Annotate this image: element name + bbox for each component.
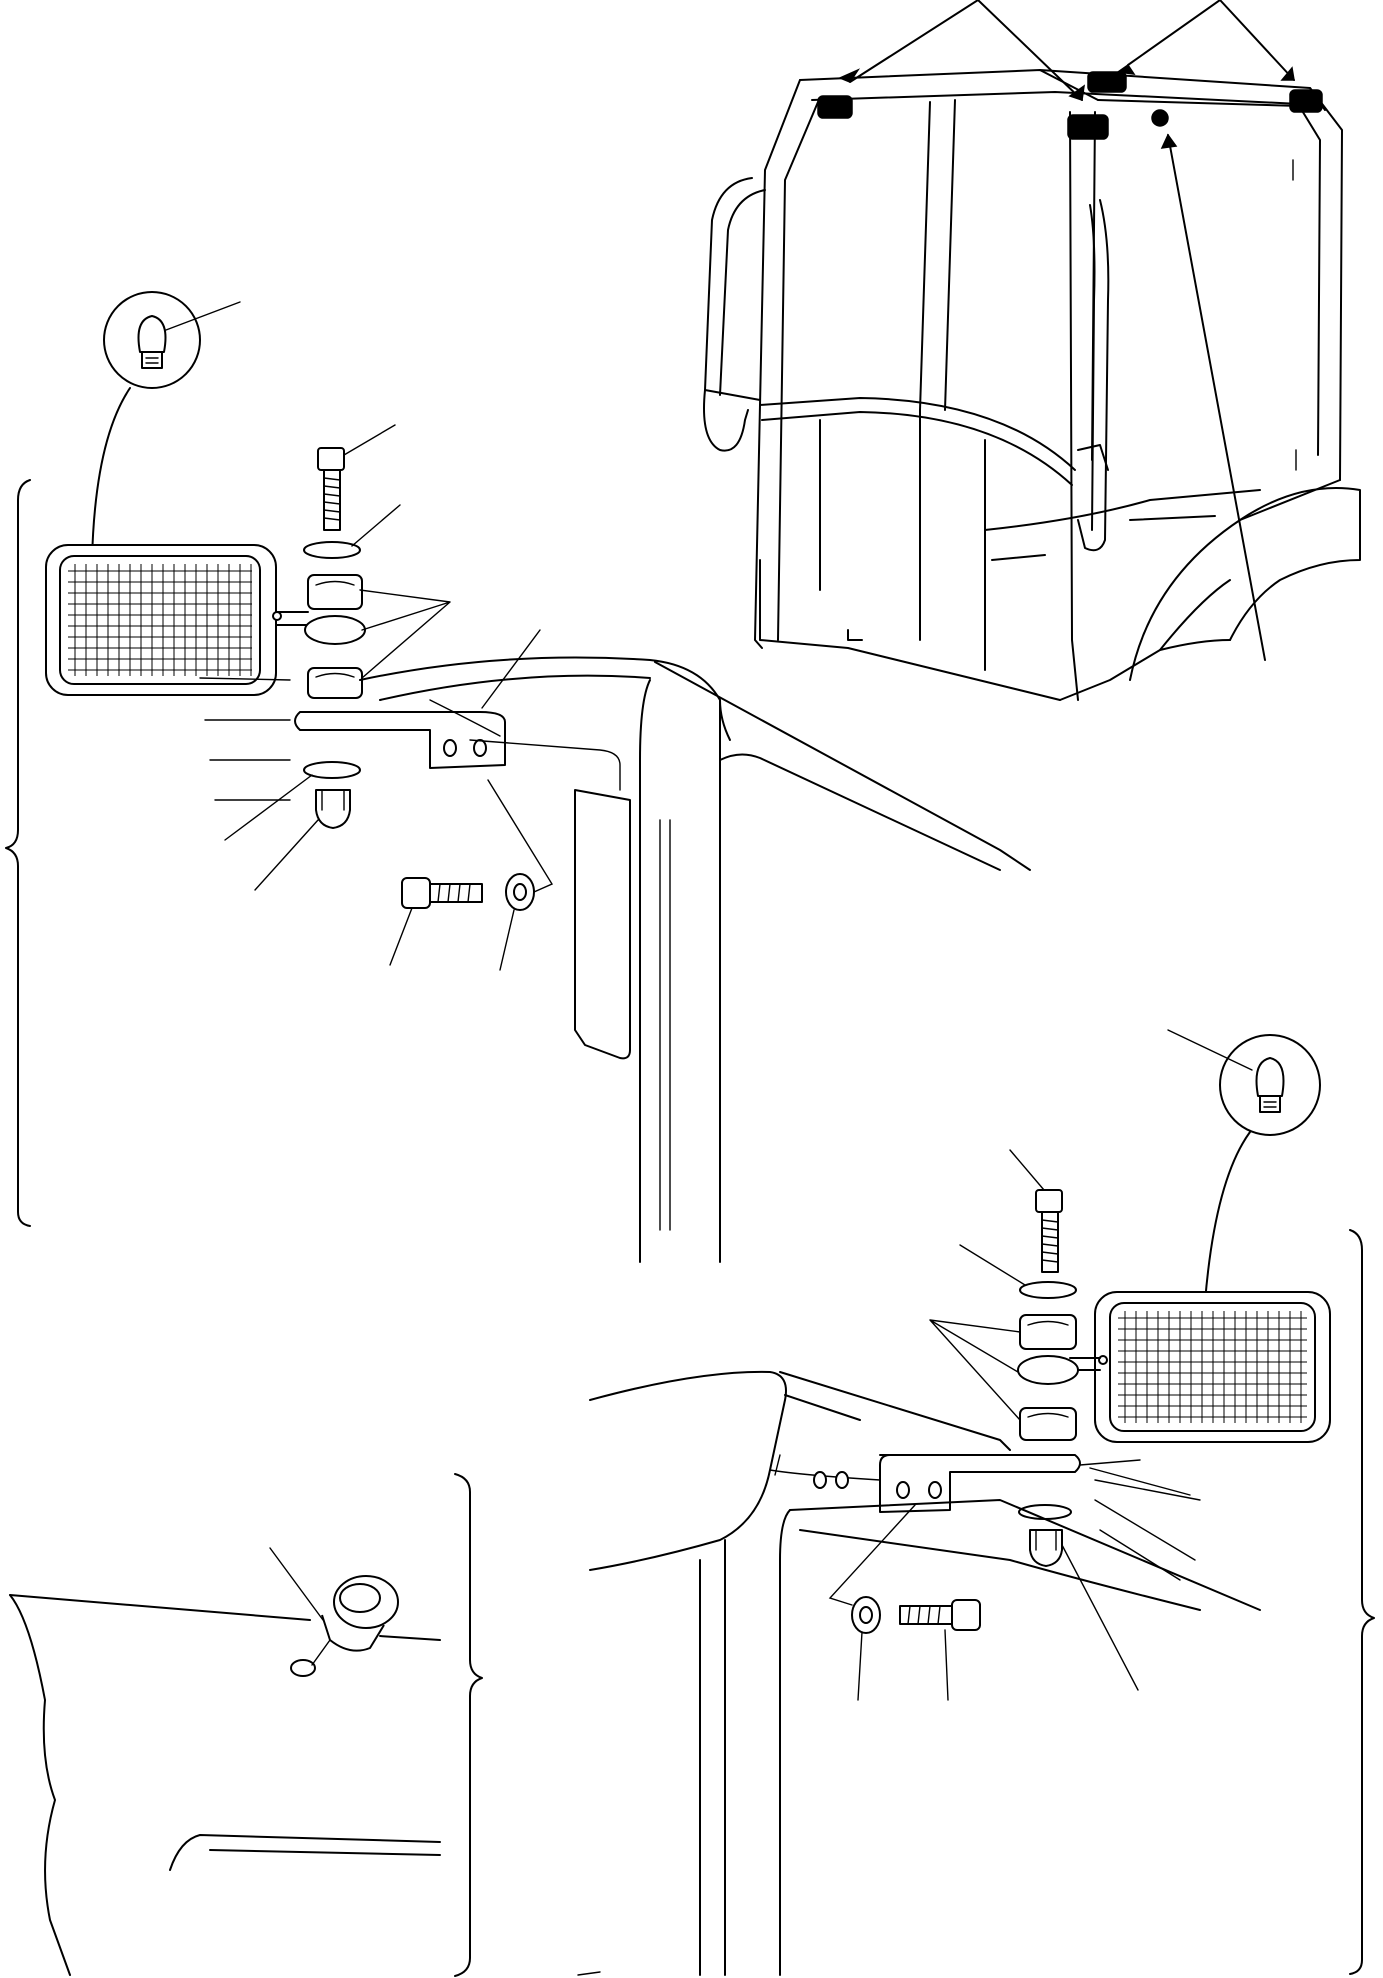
washer-left-bottom [303, 761, 361, 779]
work-lamp-left [45, 544, 309, 696]
roof-lamp-front-right [1067, 114, 1109, 140]
bracket-washer-right [851, 1596, 881, 1701]
bracket-left [294, 629, 541, 769]
plug-detail-brace [454, 1473, 483, 1977]
blanking-plug [269, 1547, 399, 1677]
blanking-plug-detail [9, 1473, 483, 1977]
left-assembly-brace [5, 479, 31, 1227]
roof-lamp-front-left [817, 95, 853, 119]
roof-lamp-rear-right [1289, 89, 1323, 113]
cab-overview [703, 0, 1361, 701]
cap-nut-right [1029, 1529, 1063, 1567]
bolt-right [1009, 1149, 1063, 1273]
bracket-bolt-left [389, 877, 483, 966]
left-work-lamp-assembly [5, 291, 1031, 1263]
bolt-left [317, 424, 396, 531]
washer-right-top [1019, 1281, 1077, 1299]
rubber-bushing-right-lower [1019, 1407, 1077, 1441]
washer-left-top [303, 541, 361, 559]
bottom-mark [577, 1971, 601, 1976]
bracket-right [879, 1454, 1081, 1513]
mount-eye-right [1017, 1355, 1079, 1385]
rubber-bushing-left-upper [307, 574, 363, 610]
bulb-right [1167, 1029, 1321, 1136]
bracket-washer-left [499, 873, 535, 971]
rubber-bushing-right-upper [1019, 1314, 1077, 1350]
right-work-lamp-assembly [589, 1029, 1375, 1976]
cap-nut-left [315, 789, 351, 829]
work-lamp-right [1069, 1291, 1331, 1443]
mount-eye-left [304, 615, 366, 645]
right-assembly-brace [1349, 1229, 1375, 1975]
rubber-bushing-left-lower [307, 667, 363, 699]
roof-beacon-socket [1151, 109, 1169, 127]
bracket-bolt-right [899, 1599, 981, 1701]
bulb-left [103, 291, 241, 389]
roof-lamp-center [1087, 71, 1127, 93]
